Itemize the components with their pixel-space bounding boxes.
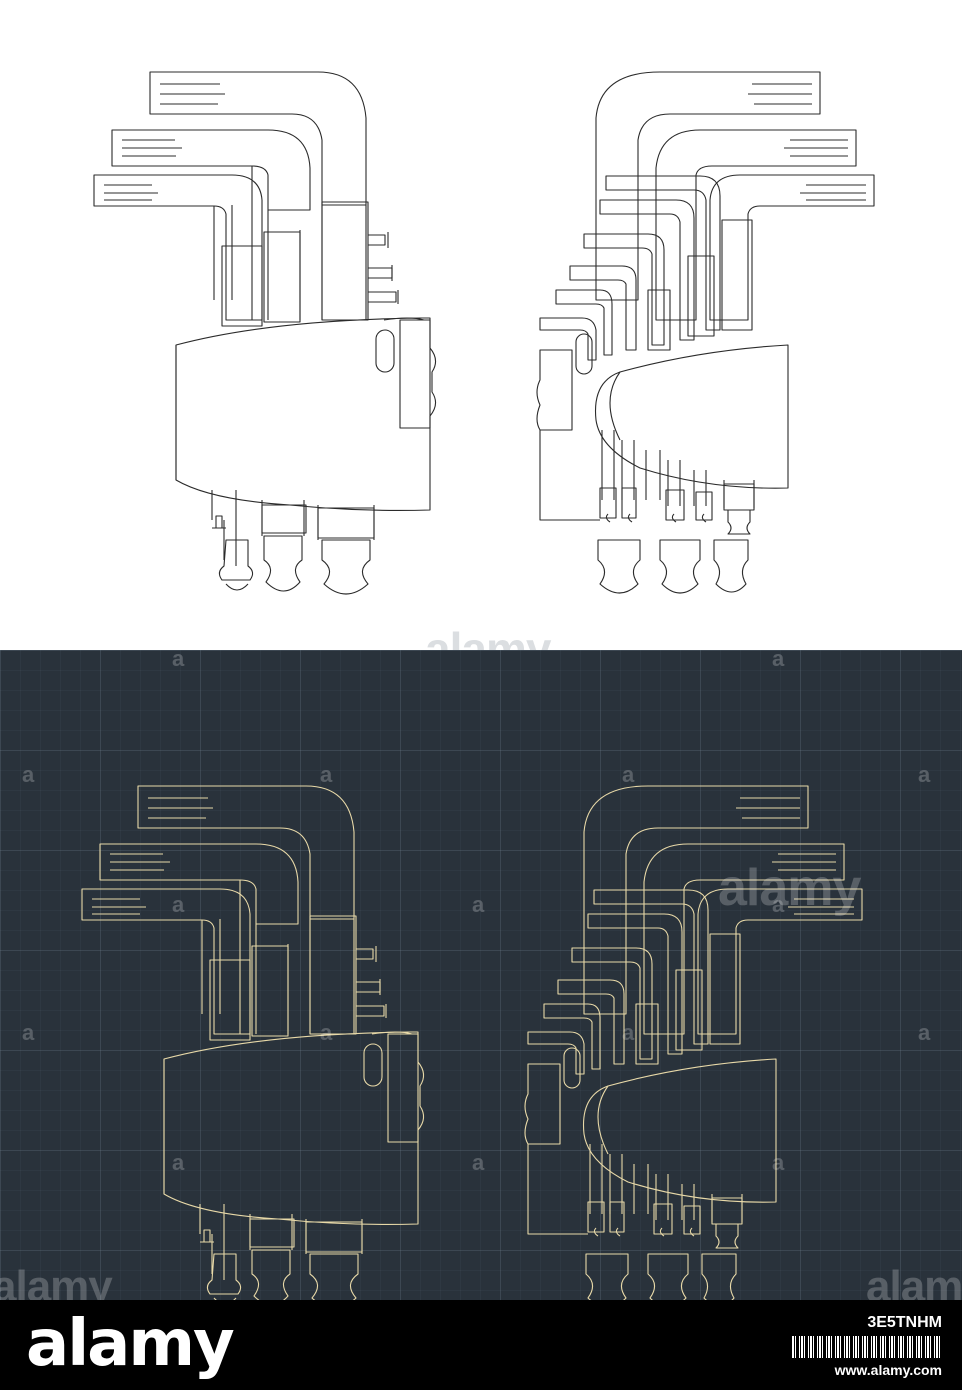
watermark-letter: a xyxy=(320,762,333,787)
watermark-letter: a xyxy=(772,650,785,671)
hex-key-set-drawing-light xyxy=(93,71,875,595)
hex-key-set-drawing-dark xyxy=(81,785,863,1300)
watermark-letter: a xyxy=(22,1020,35,1045)
watermark-letter: a xyxy=(472,892,485,917)
watermark-letter: a xyxy=(772,892,785,917)
watermark-letter: a xyxy=(622,1020,635,1045)
blueprint-grid xyxy=(0,650,962,1300)
watermark-letter: a xyxy=(918,762,931,787)
site-url: www.alamy.com xyxy=(834,1362,942,1378)
watermark-letter: a xyxy=(472,1150,485,1175)
alamy-logo: alamy xyxy=(26,1307,235,1381)
watermark-letter: a xyxy=(622,762,635,787)
stock-footer: alamy 3E5TNHM www.alamy.com xyxy=(0,1300,962,1390)
image-id: 3E5TNHM xyxy=(867,1314,942,1331)
hex-key-set-front-view-blueprint xyxy=(81,785,425,1300)
watermark-left: alamy xyxy=(0,1262,113,1300)
watermark-center: alamy xyxy=(718,859,861,917)
watermark-letter: a xyxy=(22,762,35,787)
blueprint-drawing-panel: alamy alamy alamy a a a a a a a a a a a … xyxy=(0,650,962,1300)
barcode-icon xyxy=(792,1336,942,1358)
watermark-right: alamy xyxy=(866,1262,962,1300)
watermark-letter: a xyxy=(772,1150,785,1175)
watermark-letter: a xyxy=(918,1020,931,1045)
watermark-letter: a xyxy=(172,650,185,671)
watermark-letter: a xyxy=(172,1150,185,1175)
watermark-letter: a xyxy=(172,892,185,917)
light-drawing-panel: alamy xyxy=(0,0,962,675)
watermark-letter: a xyxy=(320,1020,333,1045)
hex-key-set-back-view xyxy=(536,71,875,594)
hex-key-set-front-view xyxy=(93,71,437,595)
